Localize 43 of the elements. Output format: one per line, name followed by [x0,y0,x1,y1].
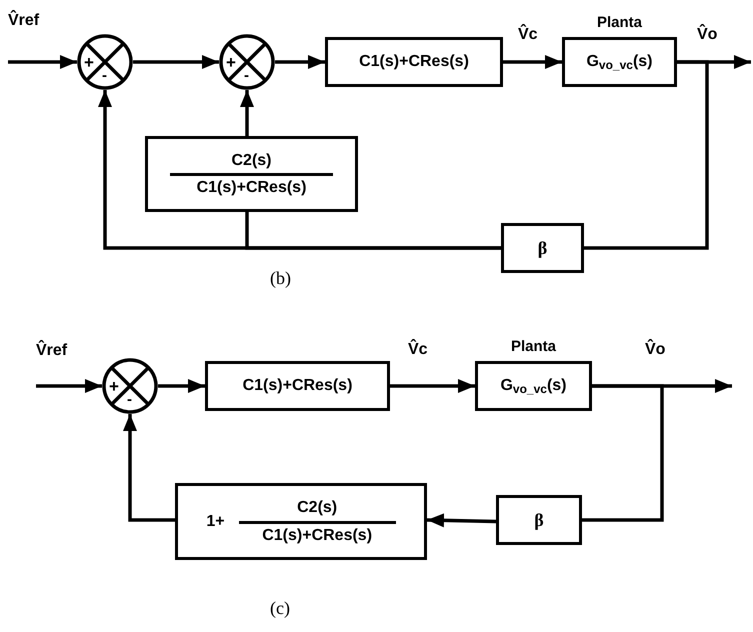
plus-sign: + [226,54,236,71]
summing-junction [219,34,275,90]
signal-arrow [133,55,219,69]
numerator: C2(s) [231,150,272,170]
transfer-function: C1(s)+CRes(s) [242,377,352,395]
signal-arrow [36,379,102,393]
transfer-function: G$_{vo_vc}$(s) [586,52,653,72]
transfer-block [325,37,503,87]
signal-arrow [390,379,475,393]
block-heading: Planta [510,338,557,355]
panel-caption: (b) [270,268,291,289]
gain-symbol: β [538,238,548,258]
minus-sign: - [127,392,132,407]
plus-sign: + [84,54,94,71]
transfer-prefix: 1+ [206,512,225,530]
minus-sign: - [244,68,249,83]
signal-arrow [240,90,254,136]
signal-line [582,384,664,522]
signal-line [245,212,501,250]
transfer-function: C1(s)+CRes(s) [359,53,469,71]
signal-line [584,60,709,250]
numerator: C2(s) [297,498,338,518]
block-heading: Planta [596,14,643,31]
gain-block [496,495,582,545]
transfer-block [175,483,427,560]
panel-caption: (c) [270,598,290,619]
signal-arrow [8,55,77,69]
denominator: C1(s)+CRes(s) [262,526,372,545]
signal-arrow [426,513,496,528]
plus-sign: + [109,378,119,395]
transfer-block [145,136,358,212]
transfer-function: G$_{vo_vc}$(s) [500,376,567,396]
summing-junction [77,34,133,90]
signal-arrow [158,379,205,393]
signal-arrow [123,414,175,522]
gain-block [501,223,584,273]
transfer-block [205,361,390,411]
minus-sign: - [102,68,107,83]
gain-symbol: β [534,510,544,530]
signal-arrow [275,55,325,69]
signal-arrow [503,55,562,69]
summing-junction [102,358,158,414]
denominator: C1(s)+CRes(s) [196,178,306,198]
